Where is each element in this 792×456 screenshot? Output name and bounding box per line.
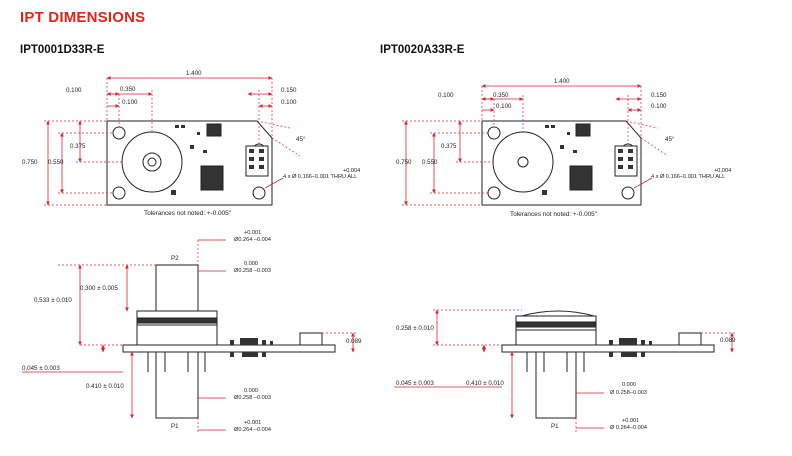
mount-hole: [621, 186, 635, 200]
mount-hole: [487, 126, 501, 140]
part-title-right: IPT0020A33R-E: [380, 44, 465, 56]
dim-label: 45°: [665, 136, 675, 143]
sensor-body-lower: [136, 324, 218, 346]
bottom-port-tube: [535, 351, 577, 419]
mount-hole: [112, 126, 126, 140]
bottom-port-tube: [155, 351, 199, 419]
dim-label: 0.100: [438, 92, 454, 99]
dim-label: 0.410 ± 0.010: [86, 383, 124, 390]
dim-label: 0.750: [22, 159, 38, 166]
dim-label: 0.089: [346, 338, 362, 345]
port-label-p2: P2: [171, 255, 179, 262]
dim-label: 0.533 ± 0.010: [34, 297, 72, 304]
dim-label: +0.001: [244, 230, 261, 236]
dim-label: 0.375: [441, 143, 457, 150]
dim-label: 0.300 ± 0.005: [80, 285, 118, 292]
dim-label: 1.400: [554, 78, 570, 85]
pcb-board: [501, 344, 715, 353]
dim-label: 4 x Ø 0.166–0.001 THRU ALL: [283, 174, 357, 180]
dim-label: 0.100: [122, 99, 138, 106]
dim-label: 0.100: [281, 99, 297, 106]
dim-label: 0.150: [651, 92, 667, 99]
dim-label: Ø0.258 –0.003: [234, 268, 271, 274]
dim-label: Ø0.258 –0.003: [234, 395, 271, 401]
dim-label: 0.045 ± 0.003: [396, 380, 434, 387]
ic-chip: [200, 165, 224, 191]
dim-label: 0.350: [493, 92, 509, 99]
dim-label: 0.350: [120, 86, 136, 93]
sensor-dome: [521, 310, 595, 317]
dim-label: 0.375: [70, 143, 86, 150]
sensor-band: [136, 317, 218, 324]
ic-chip: [206, 123, 222, 137]
sensor-port-bore: [147, 157, 157, 167]
dim-label: 0.100: [66, 87, 82, 94]
ic-chip: [575, 123, 591, 137]
dim-label: 0.258 ± 0.010: [396, 325, 434, 332]
dim-label: 0.150: [281, 87, 297, 94]
dim-label: 4 x Ø 0.166–0.001 THRU ALL: [651, 174, 725, 180]
dim-label: +0.001: [622, 418, 639, 424]
dim-label: 0.100: [651, 103, 667, 110]
dim-label: Ø 0.264–0.004: [610, 425, 647, 431]
sensor-body-lower: [515, 329, 597, 346]
mount-hole: [112, 186, 126, 200]
top-port-tube: [155, 264, 199, 312]
sensor-port-inner: [517, 156, 529, 168]
ic-chip: [569, 165, 593, 191]
dim-label: +0.004: [343, 168, 360, 174]
dim-label: 0.000: [622, 382, 636, 388]
dim-label: 0.750: [396, 159, 412, 166]
tolerance-note: Tolerances not noted: +-0.005": [510, 211, 597, 218]
left-side-view: P2 P1 +0.001 Ø0.264 –0.004 0.000 Ø0.258 …: [22, 230, 362, 433]
part-title-left: IPT0001D33R-E: [20, 44, 105, 56]
dim-label: +0.001: [244, 420, 261, 426]
port-label-p1: P1: [171, 423, 179, 430]
mount-hole: [487, 186, 501, 200]
mount-hole: [252, 186, 266, 200]
dim-label: Ø 0.258–0.003: [610, 390, 647, 396]
dim-label: 45°: [296, 136, 306, 143]
dim-label: 1.400: [186, 70, 202, 77]
pcb-board: [122, 344, 336, 353]
port-label-p1: P1: [551, 423, 559, 430]
dim-label: +0.004: [714, 168, 731, 174]
dim-label: Ø0.264 –0.004: [234, 427, 271, 433]
dim-label: 0.000: [244, 261, 258, 267]
dim-label: 0.000: [244, 388, 258, 394]
tolerance-note: Tolerances not noted: +-0.005": [144, 210, 231, 217]
left-top-view: 1.400 0.100 0.350 0.100 0.150 0.100 0.75…: [22, 70, 360, 217]
connector: [299, 332, 323, 346]
dim-label: 0.410 ± 0.010: [466, 380, 504, 387]
dim-label: 0.100: [496, 103, 512, 110]
dim-label: 0.089: [720, 337, 736, 344]
right-top-view: 1.400 0.100 0.350 0.100 0.150 0.100 0.75…: [396, 78, 731, 218]
right-side-view: P1 0.258 ± 0.010 0.089 0.045 ± 0.003 0.4…: [394, 309, 736, 432]
connector: [678, 332, 702, 346]
page-title: IPT DIMENSIONS: [20, 9, 146, 26]
sensor-band: [515, 321, 597, 328]
dim-label: Ø0.264 –0.004: [234, 237, 271, 243]
dim-label: 0.550: [422, 159, 438, 166]
dim-label: 0.045 ± 0.003: [22, 365, 60, 372]
dim-label: 0.550: [48, 159, 64, 166]
